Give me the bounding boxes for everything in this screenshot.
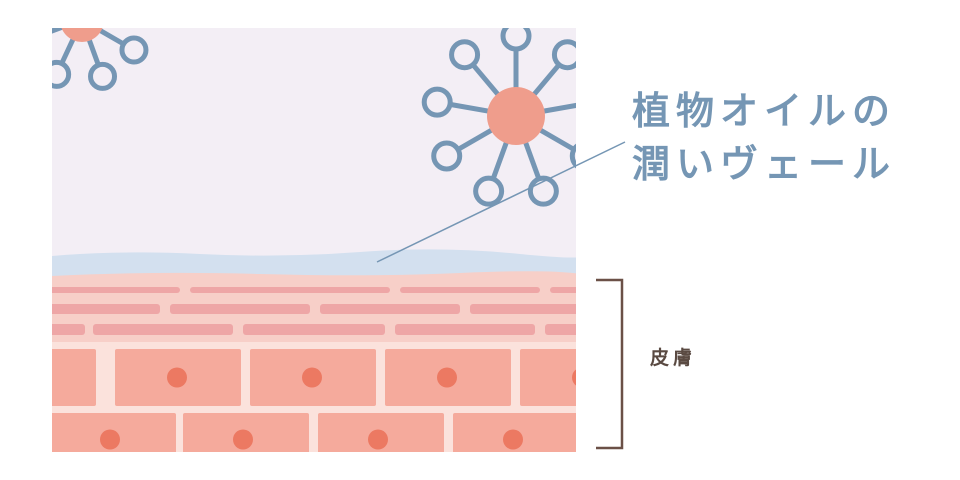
molecule-top-left-arm-3 <box>52 28 68 34</box>
molecule-right-ring-1 <box>500 28 532 52</box>
upper-cell-0-1 <box>190 287 390 293</box>
upper-cell-0-3 <box>550 287 576 293</box>
upper-cell-2-4 <box>545 324 576 335</box>
molecule-right-ring-7 <box>431 140 463 172</box>
upper-cell-0-2 <box>400 287 540 293</box>
molecule-top-left-ring-3 <box>14 29 38 53</box>
upper-cell-2-3 <box>395 324 535 335</box>
molecule-top-left <box>14 28 149 91</box>
molecule-top-left-core <box>61 28 103 42</box>
oil-veil-label-line2: 潤いヴェール <box>632 142 897 186</box>
cell-nucleus-0-3 <box>437 367 457 388</box>
molecule-right-ring-8 <box>421 86 453 118</box>
molecule-right-ring-2 <box>551 39 576 71</box>
pointer-line <box>376 141 626 263</box>
lower-cell-0-0 <box>52 349 96 406</box>
molecule-right <box>421 28 608 207</box>
lower-skin-cells <box>22 349 658 452</box>
cell-nucleus-1-0 <box>100 429 120 450</box>
skin-label: 皮膚 <box>650 347 697 369</box>
cell-nucleus-0-0 <box>22 368 42 388</box>
upper-cell-2-2 <box>243 324 385 335</box>
molecule-right-ring-3 <box>582 89 608 115</box>
oil-veil-label-line1: 植物オイルの <box>632 89 897 133</box>
upper-skin-cells <box>52 287 576 335</box>
molecule-right-core <box>487 87 545 145</box>
lower-cell-0-4 <box>520 349 576 406</box>
cell-nucleus-0-1 <box>167 367 187 388</box>
cell-nucleus-0-2 <box>302 367 322 388</box>
cell-nucleus-0-4 <box>572 369 576 386</box>
cell-nucleus-1-3 <box>503 429 523 450</box>
molecule-right-ring-5 <box>527 175 559 207</box>
molecule-right-ring-6 <box>473 175 505 207</box>
cell-nucleus-1-4 <box>638 430 658 450</box>
molecule-right-ring-4 <box>569 143 576 169</box>
cell-nucleus-1-2 <box>368 429 388 450</box>
upper-cell-1-0 <box>52 304 160 314</box>
upper-cell-2-0 <box>52 324 85 335</box>
molecule-top-left-arm-2 <box>59 28 82 65</box>
molecule-top-left-ring-1 <box>88 61 118 91</box>
oil-molecules <box>14 28 608 207</box>
upper-cell-0-0 <box>52 287 180 293</box>
molecule-top-left-ring-2 <box>52 59 72 89</box>
skin-bracket <box>596 278 624 450</box>
molecule-top-left-arm-0 <box>90 28 125 47</box>
upper-cell-1-2 <box>320 304 460 314</box>
molecule-right-ring-0 <box>449 39 481 71</box>
cell-nucleus-1-1 <box>233 429 253 450</box>
molecule-top-left-arm-1 <box>82 28 101 66</box>
upper-cell-2-1 <box>93 324 233 335</box>
upper-cell-1-3 <box>470 304 576 314</box>
upper-cell-1-1 <box>170 304 310 314</box>
molecule-top-left-ring-0 <box>119 35 149 65</box>
